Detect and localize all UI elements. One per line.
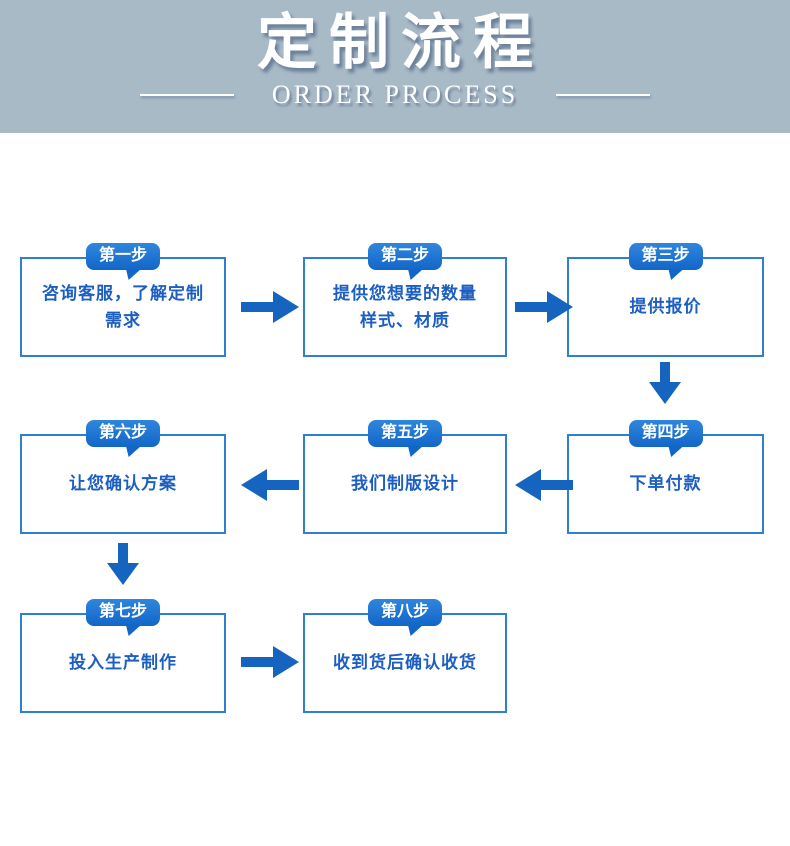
arrow-left-icon-step5-to-step6 — [240, 467, 300, 503]
step-description-8: 收到货后确认收货 — [333, 653, 477, 673]
step-box-6: 第六步 让您确认方案 — [20, 420, 226, 534]
step-label-bubble-6: 第六步 — [85, 420, 161, 447]
step-box-5: 第五步 我们制版设计 — [303, 420, 507, 534]
step-box-2: 第二步 提供您想要的数量 样式、材质 — [303, 243, 507, 357]
subtitle-row: ORDER PROCESS — [139, 80, 651, 110]
arrow-right-icon-step1-to-step2 — [240, 289, 300, 325]
step-box-8: 第八步 收到货后确认收货 — [303, 599, 507, 713]
step-box-3: 第三步 提供报价 — [567, 243, 764, 357]
step-box-1: 第一步 咨询客服，了解定制 需求 — [20, 243, 226, 357]
step-label-bubble-7: 第七步 — [85, 599, 161, 626]
page-subtitle: ORDER PROCESS — [271, 80, 519, 109]
header-banner: 定制流程 ORDER PROCESS — [0, 0, 790, 133]
arrow-left-icon-step4-to-step5 — [514, 467, 574, 503]
order-process-flowchart: 第一步 咨询客服，了解定制 需求 第二步 提供您想要的数量 样式、材质 第三步 … — [0, 133, 790, 846]
left-divider-line — [139, 94, 234, 96]
step-label-bubble-1: 第一步 — [85, 243, 161, 270]
step-description-1: 咨询客服，了解定制 需求 — [42, 283, 204, 330]
step-label-bubble-5: 第五步 — [367, 420, 443, 447]
step-box-7: 第七步 投入生产制作 — [20, 599, 226, 713]
arrow-down-icon-step3-to-step4 — [647, 362, 683, 404]
step-description-2: 提供您想要的数量 样式、材质 — [333, 283, 477, 330]
arrow-right-icon-step2-to-step3 — [514, 289, 574, 325]
arrow-right-icon-step7-to-step8 — [240, 644, 300, 680]
step-label-bubble-8: 第八步 — [367, 599, 443, 626]
step-description-4: 下单付款 — [629, 474, 702, 494]
step-description-5: 我们制版设计 — [351, 474, 459, 494]
page-title: 定制流程 — [257, 9, 545, 76]
right-divider-line — [556, 94, 651, 96]
step-description-3: 提供报价 — [629, 297, 702, 317]
step-description-7: 投入生产制作 — [69, 653, 177, 673]
step-description-6: 让您确认方案 — [69, 474, 177, 494]
arrow-down-icon-step6-to-step7 — [105, 543, 141, 585]
step-label-bubble-2: 第二步 — [367, 243, 443, 270]
step-label-bubble-4: 第四步 — [628, 420, 703, 447]
step-label-bubble-3: 第三步 — [628, 243, 703, 270]
step-box-4: 第四步 下单付款 — [567, 420, 764, 534]
